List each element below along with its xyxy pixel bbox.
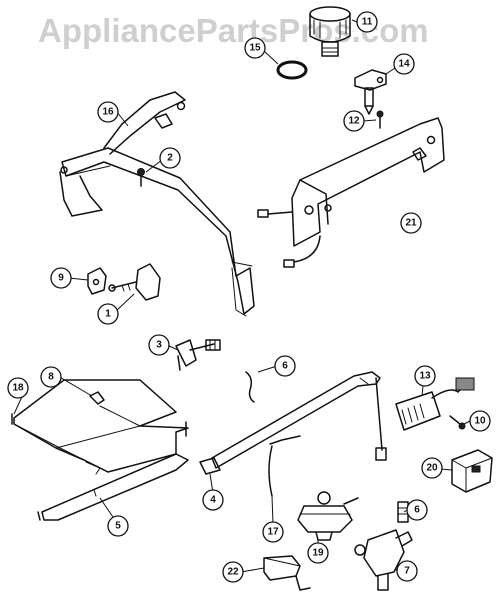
callout-3-label: 3 [156,340,162,351]
callout-19: 19 [307,542,329,564]
callout-6-upper: 6 [274,355,296,377]
part-20-junction-block [451,449,493,493]
callout-6-lower-label: 6 [414,505,420,516]
part-2-screw [137,168,145,187]
callout-6-upper-label: 6 [282,361,288,372]
callout-10: 10 [469,410,491,432]
callout-11-label: 11 [362,17,373,28]
callout-2: 2 [159,147,181,169]
callout-13: 13 [414,365,436,387]
callout-19-label: 19 [312,548,324,559]
callout-7-label: 7 [404,566,410,577]
callout-12-label: 12 [348,116,360,127]
part-7-valve [354,529,413,591]
callout-18: 18 [7,377,29,399]
callout-14-label: 14 [398,59,410,70]
callout-5: 5 [107,515,129,537]
main-gas-tube [199,371,387,475]
part-14-bracket-fitting [354,69,387,115]
callout-6-lower: 6 [406,499,428,521]
callout-4-label: 4 [210,495,216,506]
callout-15: 15 [244,37,266,59]
callout-15-label: 15 [249,43,261,54]
part-10-wire-terminal [449,415,466,430]
callout-16: 16 [97,101,119,123]
callout-11: 11 [356,11,378,33]
leader-lines [13,19,473,573]
callout-22-label: 22 [227,567,239,578]
callout-1: 1 [97,303,119,325]
callout-17-label: 17 [267,527,279,538]
callout-21: 21 [400,212,422,234]
part-17-flex-tube [268,435,301,497]
callout-12: 12 [343,110,365,132]
part-18-floor-panel [11,379,189,475]
callout-7: 7 [396,560,418,582]
callout-20-label: 20 [426,463,438,474]
part-6-fitting-lower [397,501,409,523]
part-9-clip [87,267,107,295]
callout-16-label: 16 [102,107,114,118]
part-19-gas-valve [297,491,359,541]
callout-18-label: 18 [12,383,24,394]
callout-22: 22 [222,561,244,583]
part-3-valve [175,339,221,371]
callout-20: 20 [421,457,443,479]
callout-10-label: 10 [474,416,486,427]
callout-13-label: 13 [419,371,431,382]
part-21-bracket-wire [257,117,445,268]
callout-17: 17 [262,521,284,543]
callout-21-label: 21 [405,218,417,229]
callout-9: 9 [50,267,72,289]
callout-3: 3 [148,334,170,356]
part-11-pressure-regulator [309,6,351,57]
part-12-screw [376,110,384,129]
part-13-spark-module [395,377,475,431]
callout-5-label: 5 [115,521,121,532]
part-1-fitting [108,263,161,301]
part-16-manifold-bracket [59,91,255,317]
callout-8-label: 8 [48,372,54,383]
callout-14: 14 [393,53,415,75]
callout-4: 4 [202,489,224,511]
part-8-lug [89,391,105,405]
callout-8: 8 [40,366,62,388]
part-6-tube-upper [245,371,255,403]
part-15-o-ring [276,60,308,80]
callout-9-label: 9 [58,273,64,284]
part-22-bracket [263,555,311,591]
callout-2-label: 2 [167,153,173,164]
callout-1-label: 1 [105,309,111,320]
part-5-burner-strip [37,453,189,521]
